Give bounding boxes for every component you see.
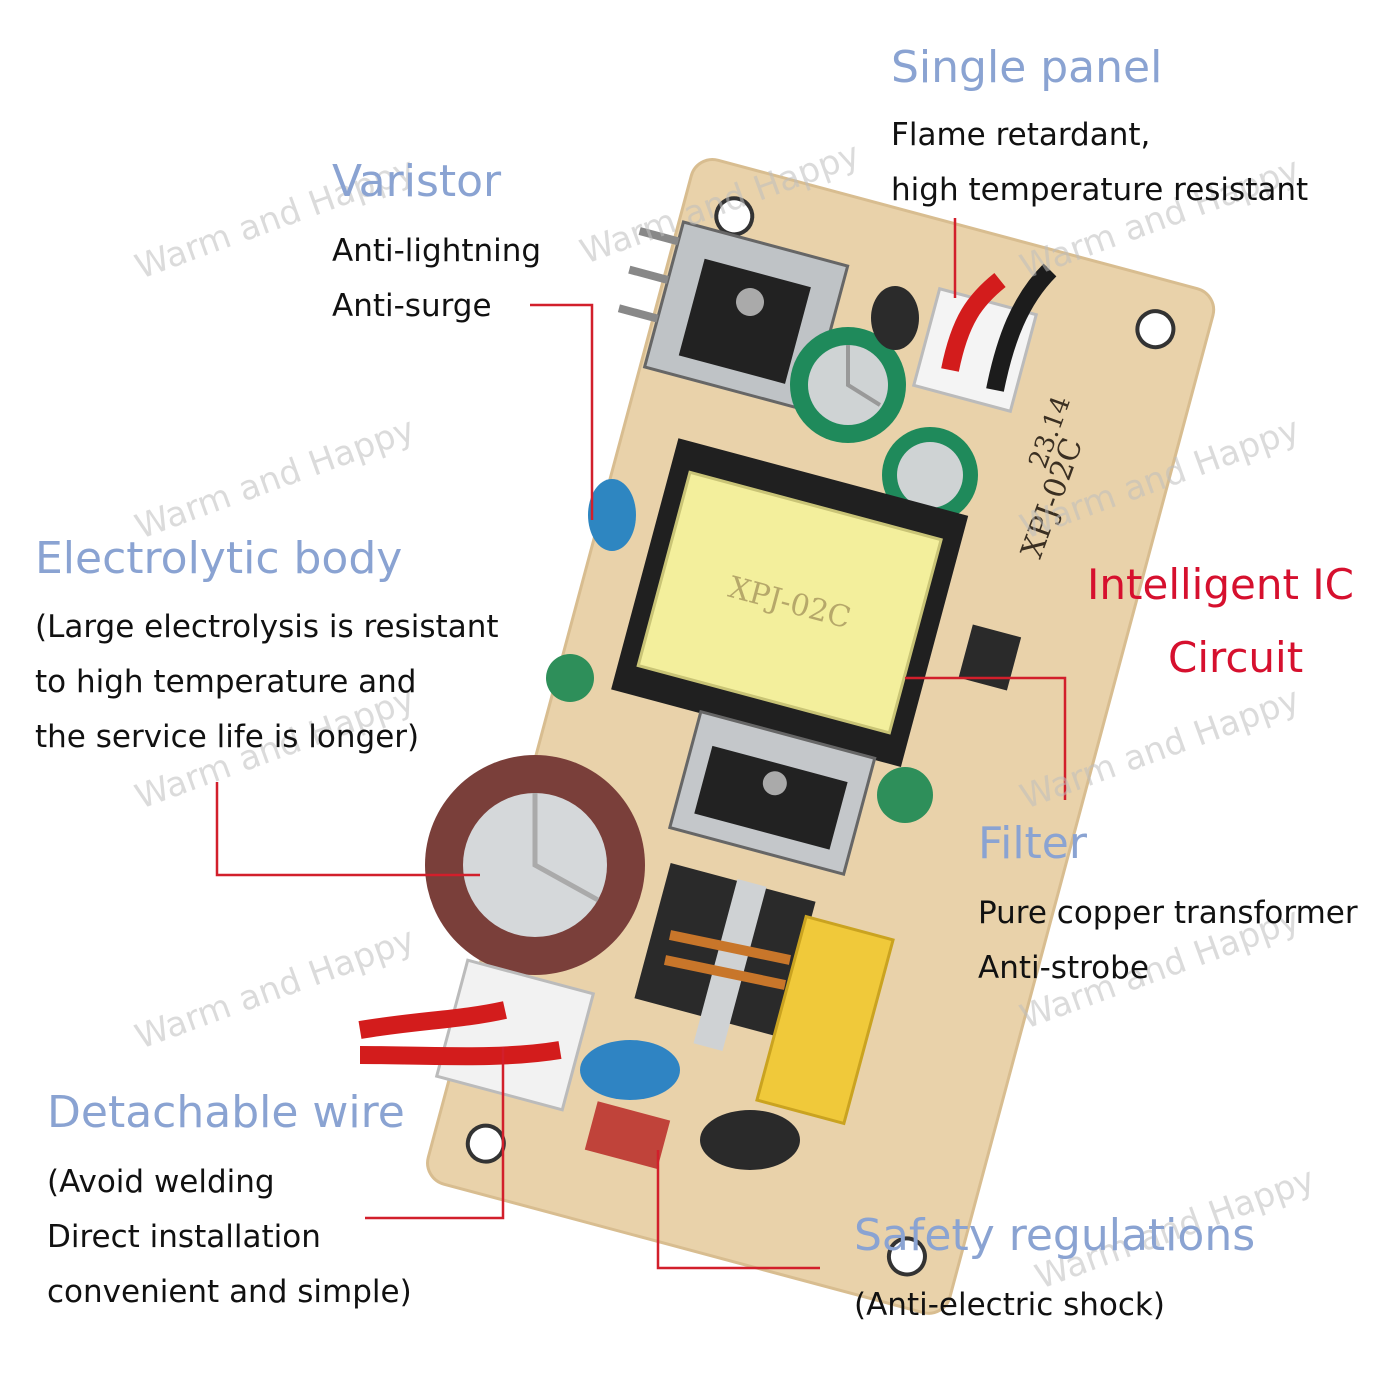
electrolytic-line-2: to high temperature and: [35, 664, 417, 700]
electrolytic-line-3: the service life is longer): [35, 719, 420, 755]
single-panel-title: Single panel: [891, 42, 1163, 93]
heatsink-bottom: [667, 709, 877, 877]
leader-lines: [215, 218, 1067, 1270]
detachable-line-1: (Avoid welding: [47, 1164, 275, 1200]
ic-chip: [958, 624, 1022, 691]
varistor-line-2: Anti-surge: [332, 288, 492, 324]
filter-title: Filter: [978, 818, 1087, 869]
detachable-line-2: Direct installation: [47, 1219, 321, 1255]
capacitor-large: [425, 755, 645, 975]
leader-electrolytic: [215, 782, 480, 877]
leader-varistor: [530, 303, 594, 520]
fuse-red: [584, 1101, 671, 1169]
leader-intelligent-ic: [905, 676, 1067, 800]
capacitor-green-1: [790, 327, 906, 443]
intelligent-ic-title-1: Intelligent IC: [1087, 560, 1354, 609]
electrolytic-line-1: (Large electrolysis is resistant: [35, 609, 499, 645]
leader-detachable: [365, 1047, 505, 1220]
intelligent-ic-title-2: Circuit: [1168, 633, 1304, 682]
single-panel-line-2: high temperature resistant: [891, 172, 1309, 208]
capacitor-small: [546, 654, 594, 702]
filter-line-2: Anti-strobe: [978, 950, 1149, 986]
filter-line-1: Pure copper transformer: [978, 895, 1358, 931]
input-connector: [358, 958, 596, 1112]
safety-title: Safety regulations: [854, 1210, 1256, 1261]
varistor-blue: [588, 479, 636, 551]
filter-inductor: [634, 862, 816, 1051]
varistor-title: Varistor: [332, 156, 502, 207]
output-connector: [911, 263, 1057, 414]
capacitor-small-2: [877, 767, 933, 823]
leader-safety: [656, 1150, 820, 1270]
x-capacitor-yellow: [755, 914, 895, 1126]
varistor-line-1: Anti-lightning: [332, 233, 542, 269]
y-capacitor-blue: [580, 1040, 680, 1100]
single-panel-line-1: Flame retardant,: [891, 117, 1151, 153]
inductor-black: [871, 286, 919, 350]
transformer: XPJ-02C: [611, 438, 969, 767]
detachable-title: Detachable wire: [47, 1087, 405, 1138]
ntc-thermistor: [700, 1110, 800, 1170]
detachable-line-3: convenient and simple): [47, 1274, 412, 1310]
electrolytic-title: Electrolytic body: [35, 533, 403, 584]
safety-line-1: (Anti-electric shock): [854, 1287, 1165, 1323]
capacitor-green-2: [882, 427, 978, 523]
